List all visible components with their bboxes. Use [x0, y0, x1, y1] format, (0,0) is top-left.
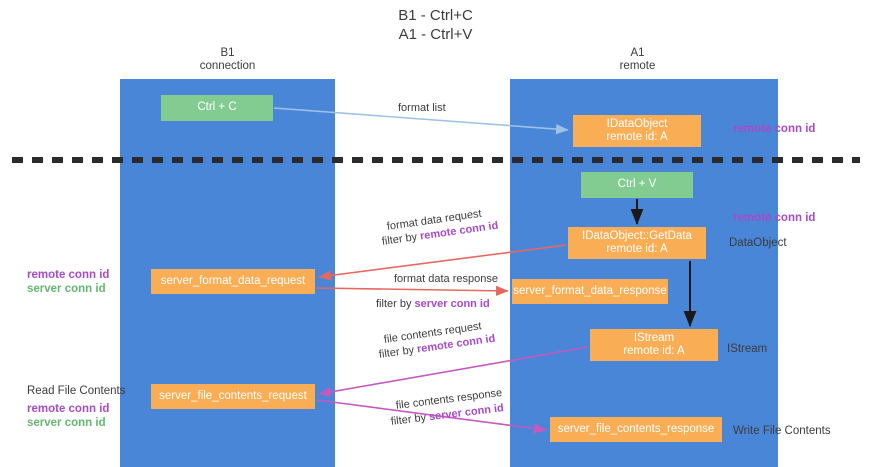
side-label-read-file-contents: Read File Contents	[27, 385, 126, 397]
node-ctrl-c-label: Ctrl + C	[197, 101, 237, 114]
node-idataobject-getdata[interactable]: IDataObject::GetData remote id: A	[568, 227, 706, 259]
connector-label-format-data-response-filter: filter by server conn id	[376, 297, 490, 312]
side-label-left-ids-upper: remote conn id server conn id	[27, 268, 109, 296]
filter-prefix: filter by	[376, 298, 415, 310]
node-getdata-line2: remote id: A	[606, 243, 668, 255]
filter-prefix: filter by	[378, 343, 418, 361]
filter-prefix: filter by	[390, 411, 430, 428]
node-idataobject[interactable]: IDataObject remote id: A	[573, 115, 701, 147]
side-label-remote-conn-id: remote conn id	[27, 403, 110, 415]
node-idataobject-line1: IDataObject	[606, 117, 668, 130]
page-title: B1 - Ctrl+C A1 - Ctrl+V	[0, 6, 871, 44]
connector-label-format-list: format list	[398, 102, 446, 114]
node-istream-line2: remote id: A	[623, 345, 685, 357]
side-label-istream: IStream	[727, 343, 768, 355]
lane-header-a1: A1 remote	[560, 47, 715, 73]
lane-header-b1-subtitle: connection	[199, 60, 256, 72]
side-label-remote-conn-id-top: remote conn id	[733, 123, 816, 135]
side-label-remote-conn-id: remote conn id	[27, 269, 110, 281]
side-label-server-conn-id: server conn id	[27, 283, 106, 295]
node-idataobject-line2: remote id: A	[606, 131, 668, 143]
side-label-remote-conn-id-mid: remote conn id	[733, 212, 816, 224]
side-label-left-ids-lower: remote conn id server conn id	[27, 402, 109, 430]
node-getdata-line1: IDataObject::GetData	[582, 229, 692, 242]
lane-header-b1-title: B1	[220, 47, 235, 59]
node-server-file-contents-request[interactable]: server_file_contents_request	[151, 384, 315, 409]
arrow-format-data-response	[316, 285, 509, 296]
node-istream-line1: IStream	[633, 331, 675, 344]
node-ctrl-v[interactable]: Ctrl + V	[581, 172, 693, 198]
title-line-2: A1 - Ctrl+V	[398, 26, 473, 43]
side-label-server-conn-id: server conn id	[27, 417, 106, 429]
lane-header-b1: B1 connection	[150, 47, 305, 73]
node-istream[interactable]: IStream remote id: A	[590, 329, 718, 361]
lane-header-a1-subtitle: remote	[619, 60, 656, 72]
filter-key-server-conn-id: server conn id	[414, 298, 490, 310]
node-server-format-data-request-label: server_format_data_request	[160, 274, 306, 287]
side-label-write-file-contents: Write File Contents	[733, 425, 831, 437]
node-ctrl-v-label: Ctrl + V	[617, 178, 657, 191]
connector-label-format-data-response: format data response	[394, 273, 498, 285]
filter-prefix: filter by	[381, 230, 421, 248]
node-server-format-data-response[interactable]: server_format_data_response	[512, 279, 668, 304]
side-label-dataobject: DataObject	[729, 237, 787, 249]
node-ctrl-c[interactable]: Ctrl + C	[161, 95, 273, 121]
node-server-format-data-request[interactable]: server_format_data_request	[151, 269, 315, 294]
title-line-1: B1 - Ctrl+C	[398, 7, 473, 24]
lane-header-a1-title: A1	[630, 47, 645, 59]
node-server-file-contents-response[interactable]: server_file_contents_response	[550, 417, 722, 442]
node-server-file-contents-response-label: server_file_contents_response	[557, 422, 715, 435]
node-server-format-data-response-label: server_format_data_response	[513, 284, 667, 297]
node-server-file-contents-request-label: server_file_contents_request	[159, 389, 307, 402]
